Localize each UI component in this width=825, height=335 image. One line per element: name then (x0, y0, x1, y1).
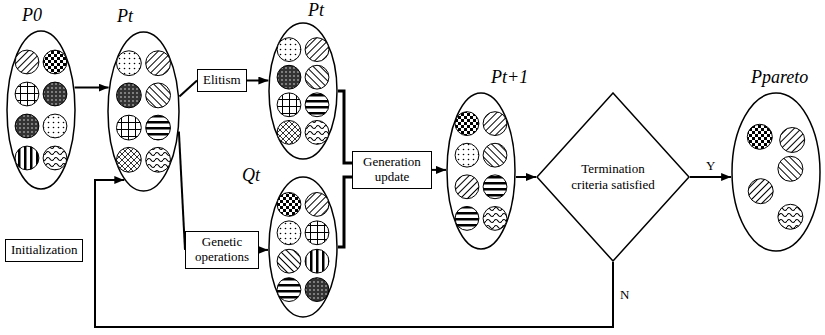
individual-circle (146, 51, 171, 76)
individual-circle (455, 112, 479, 136)
individual-circle (116, 83, 141, 108)
diamond-outline (537, 93, 689, 261)
individual-circle (483, 112, 507, 136)
individual-circle (483, 143, 507, 167)
branch-label: Y (704, 158, 717, 174)
individual-circle (305, 65, 329, 89)
individual-circle (483, 175, 507, 199)
connector-arrow (338, 91, 352, 163)
decision-diamond: Termination criteria satisfied (536, 92, 690, 262)
individual-circle (305, 278, 329, 302)
individual-circle (277, 249, 301, 273)
process-box: Generation update (352, 151, 432, 189)
process-box: Genetic operations (185, 231, 259, 269)
connector-arrow (179, 81, 197, 97)
process-text: Genetic operations (191, 235, 253, 265)
population-ellipse: Pt (268, 22, 338, 160)
individual-circle (748, 179, 773, 204)
population-outline (447, 93, 515, 249)
population-label: Pt (308, 1, 324, 21)
individual-circle (778, 156, 803, 181)
process-text: Initialization (11, 243, 77, 258)
connector-arrow (259, 249, 268, 251)
population-outline (108, 32, 179, 191)
individual-circle (277, 221, 301, 245)
population-label: Pt+1 (491, 68, 528, 88)
individual-circle (455, 207, 479, 231)
connector-arrow (690, 176, 731, 178)
individual-circle (15, 114, 39, 138)
individual-circle (146, 115, 171, 140)
individual-circle (15, 146, 39, 170)
connector-arrow (516, 176, 536, 178)
population-shape (268, 22, 338, 160)
individual-circle (483, 207, 507, 231)
individual-circle (305, 121, 329, 145)
individual-circle (747, 124, 772, 149)
branch-label: N (618, 287, 631, 303)
individual-circle (277, 93, 301, 117)
individual-circle (277, 121, 301, 145)
population-label: Qt (242, 166, 260, 186)
connector-arrow (432, 169, 446, 171)
individual-circle (277, 193, 301, 217)
individual-circle (146, 83, 171, 108)
individual-circle (43, 50, 67, 74)
connector-arrow (338, 177, 352, 247)
individual-circle (116, 147, 141, 172)
individual-circle (43, 114, 67, 138)
individual-circle (305, 38, 329, 62)
individual-circle (305, 221, 329, 245)
connector-arrow (95, 180, 613, 327)
population-ellipse: Pt (107, 31, 180, 192)
individual-circle (277, 278, 301, 302)
population-label: Ppareto (751, 68, 808, 88)
population-shape (446, 92, 516, 250)
individual-circle (277, 38, 301, 62)
population-shape (268, 176, 338, 318)
individual-circle (15, 50, 39, 74)
decision-text: Termination criteria satisfied (571, 161, 655, 192)
population-ellipse: Pt+1 (446, 92, 516, 250)
individual-circle (277, 65, 301, 89)
individual-circle (780, 128, 805, 153)
connector-arrow (247, 80, 269, 82)
population-outline (269, 177, 337, 317)
population-ellipse: Ppareto (731, 92, 821, 252)
process-text: Generation update (358, 155, 426, 185)
population-outline (269, 23, 337, 159)
individual-circle (455, 175, 479, 199)
process-text: Elitism (203, 73, 241, 88)
population-shape (731, 92, 821, 252)
population-label: Pt (117, 7, 133, 27)
population-shape (107, 31, 180, 192)
individual-circle (15, 82, 39, 106)
process-box: Initialization (5, 239, 83, 262)
population-ellipse: P0 (6, 30, 76, 190)
population-shape (6, 30, 76, 190)
individual-circle (305, 193, 329, 217)
process-box: Elitism (197, 69, 247, 92)
population-ellipse: Qt (268, 176, 338, 318)
individual-circle (305, 249, 329, 273)
individual-circle (455, 143, 479, 167)
individual-circle (43, 146, 67, 170)
individual-circle (116, 51, 141, 76)
individual-circle (146, 147, 171, 172)
population-outline (7, 31, 75, 189)
connector-arrow (75, 87, 109, 89)
population-label: P0 (22, 6, 42, 26)
population-outline (732, 93, 820, 251)
individual-circle (778, 204, 803, 229)
individual-circle (43, 82, 67, 106)
individual-circle (305, 93, 329, 117)
individual-circle (116, 115, 141, 140)
